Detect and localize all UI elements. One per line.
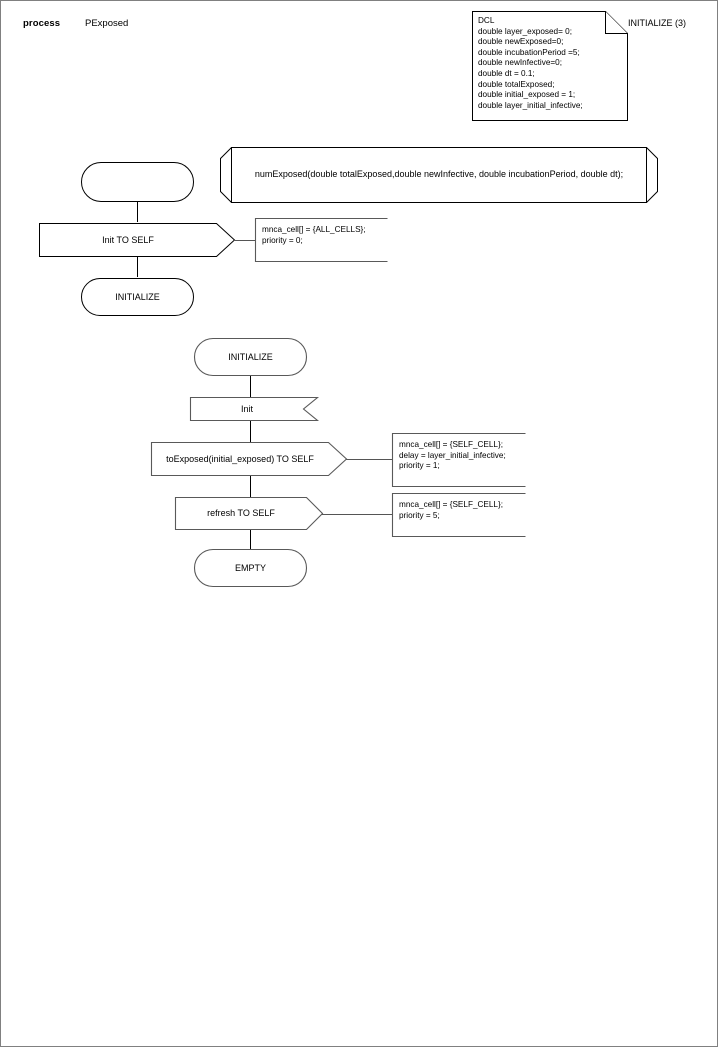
connector-output-init-to-comment <box>234 240 256 241</box>
page-reference-label: INITIALIZE (3) <box>628 18 687 28</box>
output-refresh-label: refresh TO SELF <box>207 508 275 518</box>
process-keyword: process <box>23 18 61 29</box>
connector-output-to-state <box>137 257 138 277</box>
dcl-text: DCL double layer_exposed= 0; double newE… <box>478 16 583 110</box>
output-init-to-self[interactable]: Init TO SELF <box>39 223 236 257</box>
connector-toexposed-to-comment <box>346 459 393 460</box>
dcl-block[interactable]: DCL double layer_exposed= 0; double newE… <box>472 11 628 121</box>
comment-init-text: mnca_cell[] = {ALL_CELLS}; priority = 0; <box>262 225 366 245</box>
connector-toexposed-to-refresh <box>250 476 251 497</box>
state-initialize-flow-two[interactable]: INITIALIZE <box>193 337 308 377</box>
state-initialize-label: INITIALIZE <box>115 292 160 302</box>
output-toexposed-label: toExposed(initial_exposed) TO SELF <box>166 454 314 464</box>
procedure-signature: numExposed(double totalExposed,double ne… <box>254 169 624 179</box>
state-initialize-two-label: INITIALIZE <box>228 352 273 362</box>
comment-toexposed[interactable]: mnca_cell[] = {SELF_CELL}; delay = layer… <box>391 432 526 488</box>
start-state[interactable] <box>81 162 194 202</box>
comment-init[interactable]: mnca_cell[] = {ALL_CELLS}; priority = 0; <box>254 217 388 263</box>
connector-state-to-input <box>250 376 251 397</box>
comment-refresh[interactable]: mnca_cell[] = {SELF_CELL}; priority = 5; <box>391 492 526 538</box>
state-empty-label: EMPTY <box>234 563 266 573</box>
connector-refresh-to-comment <box>322 514 393 515</box>
connector-refresh-to-end-state <box>250 530 251 549</box>
input-init[interactable]: Init <box>189 396 320 422</box>
procedure-declaration-numexposed[interactable]: numExposed(double totalExposed,double ne… <box>220 147 658 203</box>
output-refresh[interactable]: refresh TO SELF <box>174 496 324 531</box>
input-init-label: Init <box>240 404 253 414</box>
state-empty[interactable]: EMPTY <box>193 548 308 588</box>
output-init-label: Init TO SELF <box>102 235 154 245</box>
connector-input-to-output-toexposed <box>250 421 251 442</box>
page-title: PExposed <box>85 18 129 29</box>
output-toexposed[interactable]: toExposed(initial_exposed) TO SELF <box>150 441 348 477</box>
comment-refresh-text: mnca_cell[] = {SELF_CELL}; priority = 5; <box>399 500 503 520</box>
state-initialize-flow-one[interactable]: INITIALIZE <box>81 278 194 316</box>
comment-toexposed-text: mnca_cell[] = {SELF_CELL}; delay = layer… <box>399 440 506 471</box>
connector-start-to-output <box>137 202 138 222</box>
